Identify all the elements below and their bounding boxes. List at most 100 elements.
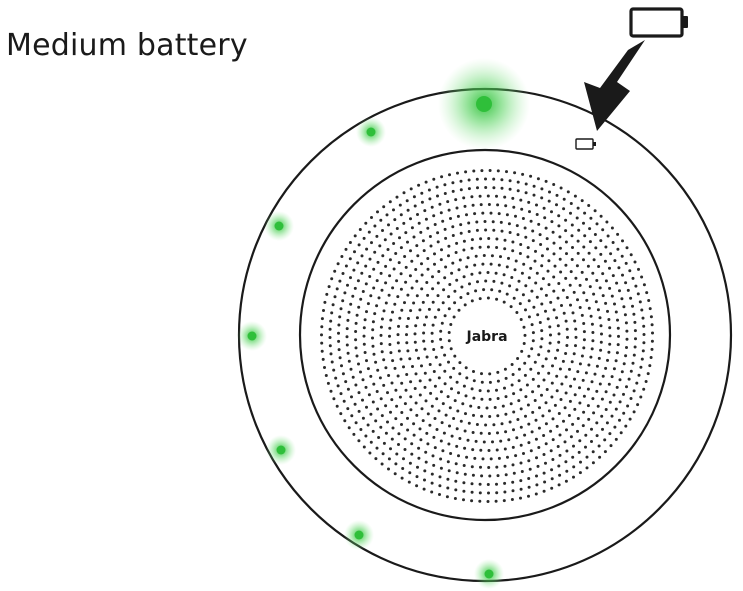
grille-dot <box>462 196 466 200</box>
grille-dot <box>527 354 531 358</box>
grille-dot <box>505 292 509 296</box>
grille-dot <box>410 226 414 230</box>
grille-dot <box>552 183 556 186</box>
grille-dot <box>362 342 366 346</box>
grille-dot <box>482 254 486 257</box>
grille-dot <box>627 377 631 381</box>
grille-dot <box>649 315 653 319</box>
grille-dot <box>479 237 483 241</box>
grille-dot <box>503 386 506 390</box>
grille-dot <box>604 390 608 394</box>
grille-dot <box>640 357 644 361</box>
grille-dot <box>386 248 390 251</box>
grille-dot <box>426 293 430 297</box>
grille-dot <box>511 480 515 484</box>
grille-dot <box>480 474 484 478</box>
grille-dot <box>621 273 624 277</box>
grille-dot <box>440 345 444 349</box>
grille-dot <box>408 357 412 361</box>
grille-dot <box>389 232 393 236</box>
grille-dot <box>485 406 489 410</box>
grille-dot <box>604 279 608 283</box>
grille-dot <box>471 473 475 477</box>
grille-dot <box>523 226 527 230</box>
grille-dot <box>492 228 496 232</box>
grille-dot <box>405 325 409 328</box>
grille-dot <box>320 317 324 321</box>
grille-dot <box>495 246 499 249</box>
grille-dot <box>354 338 358 342</box>
grille-dot <box>599 348 603 352</box>
grille-dot <box>459 296 463 299</box>
grille-dot <box>462 248 466 252</box>
grille-dot <box>397 349 401 353</box>
grille-dot <box>416 254 420 258</box>
grille-dot <box>513 268 517 272</box>
grille-dot <box>370 216 373 219</box>
grille-dot <box>382 383 386 387</box>
grille-dot <box>456 171 459 175</box>
grille-dot <box>557 224 561 228</box>
grille-dot <box>380 350 384 354</box>
grille-dot <box>433 252 436 256</box>
grille-dot <box>451 234 455 237</box>
grille-dot <box>392 267 396 271</box>
grille-dot <box>608 342 612 346</box>
grille-dot <box>582 291 586 295</box>
grille-dot <box>568 367 571 371</box>
grille-dot <box>424 315 428 319</box>
grille-dot <box>519 425 523 429</box>
grille-dot <box>414 372 418 376</box>
grille-dot <box>441 219 445 223</box>
grille-dot <box>563 406 567 410</box>
grille-dot <box>417 183 421 187</box>
grille-dot <box>531 229 535 233</box>
grille-dot <box>547 259 551 263</box>
grille-dot <box>505 213 509 217</box>
grille-dot <box>427 307 431 311</box>
grille-dot <box>514 259 518 263</box>
grille-dot <box>384 281 388 285</box>
grille-dot <box>587 251 591 255</box>
grille-dot <box>596 404 600 408</box>
grille-dot <box>439 390 443 394</box>
grille-dot <box>582 338 586 342</box>
grille-dot <box>328 344 332 348</box>
grille-dot <box>426 267 430 271</box>
grille-dot <box>578 362 582 366</box>
grille-dot <box>433 446 437 450</box>
grille-dot <box>535 483 539 487</box>
grille-dot <box>587 363 591 367</box>
grille-dot <box>589 216 593 220</box>
grille-dot <box>431 275 434 279</box>
grille-dot <box>542 434 546 437</box>
grille-dot <box>541 414 545 418</box>
grille-dot <box>454 479 458 483</box>
grille-dot <box>642 333 646 336</box>
grille-dot <box>346 318 350 322</box>
grille-dot <box>625 346 628 349</box>
grille-dot <box>416 213 419 216</box>
grille-dot <box>419 438 423 442</box>
grille-dot <box>344 247 348 251</box>
grille-dot <box>412 433 416 437</box>
grille-dot <box>409 309 413 313</box>
grille-dot <box>431 454 435 458</box>
grille-dot <box>464 170 468 174</box>
grille-dot <box>522 262 526 266</box>
grille-dot <box>396 374 400 378</box>
grille-dot <box>412 422 416 426</box>
grille-dot <box>511 445 515 449</box>
grille-dot <box>395 279 399 283</box>
grille-dot <box>453 301 457 305</box>
grille-dot <box>488 415 492 418</box>
grille-dot <box>420 407 424 411</box>
grille-dot <box>393 366 397 370</box>
grille-dot <box>333 269 337 273</box>
grille-dot <box>474 289 478 293</box>
grille-dot <box>344 264 348 268</box>
grille-dot <box>381 452 385 456</box>
grille-dot <box>634 284 638 288</box>
grille-dot <box>462 275 466 279</box>
grille-dot <box>524 182 528 186</box>
